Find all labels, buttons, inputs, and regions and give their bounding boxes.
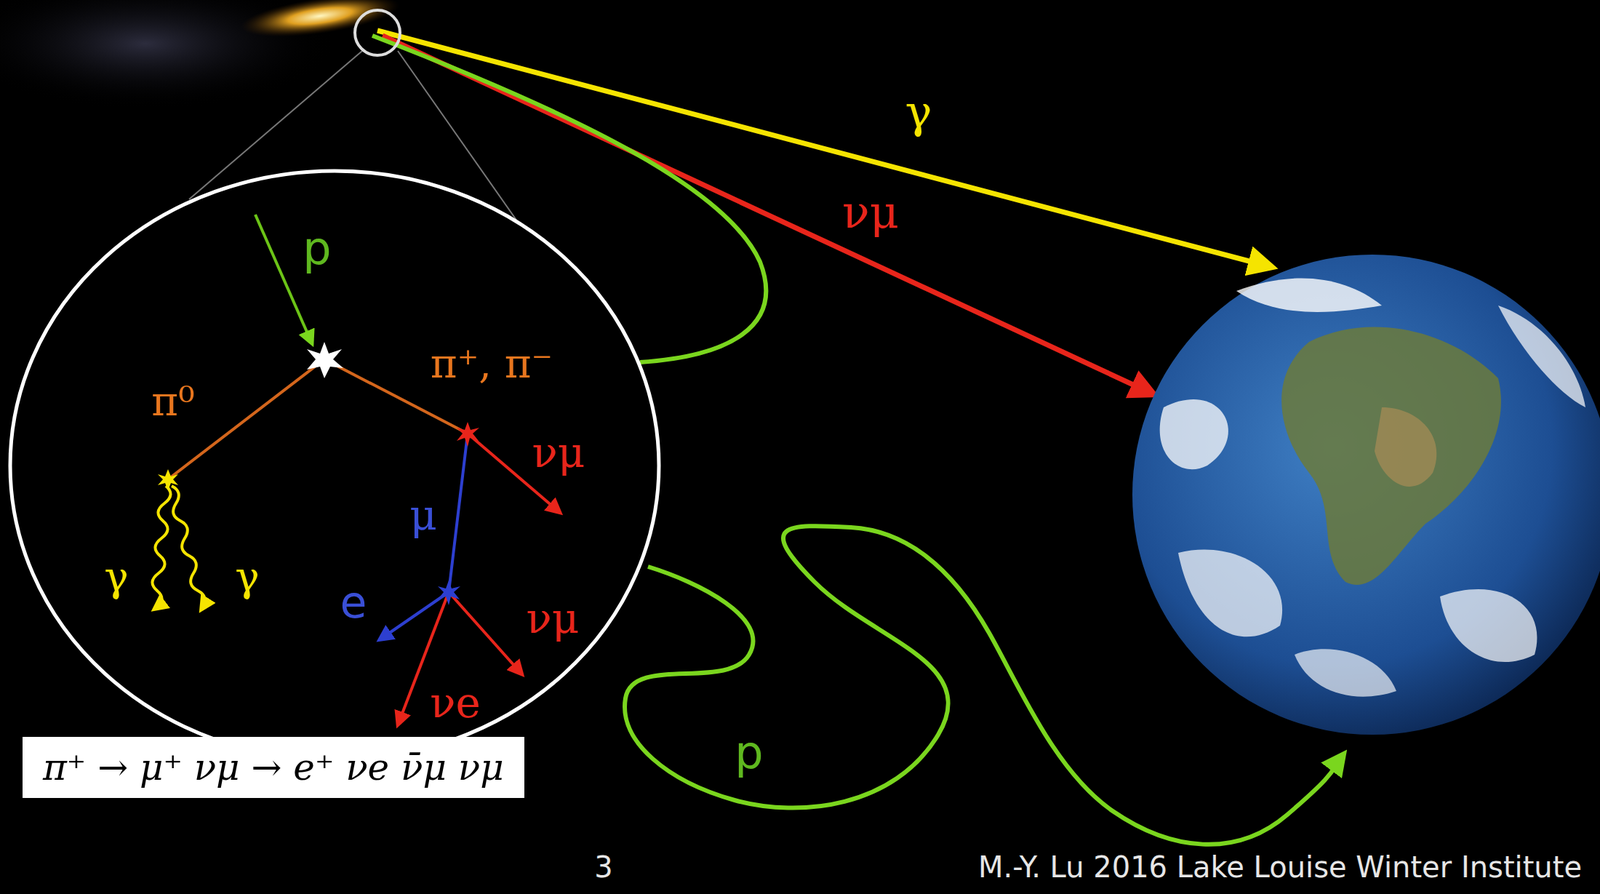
particle-label: π⁰: [151, 381, 195, 422]
vertex-star: [157, 469, 179, 491]
particle-label: νμ: [526, 597, 580, 640]
particle-label: νe: [429, 681, 481, 724]
vertex-star: [306, 341, 344, 379]
proton-path: [624, 525, 1342, 845]
earth: [1132, 254, 1600, 735]
inset-circle: [10, 170, 659, 760]
vertex-star: [456, 421, 480, 447]
vertex-star: [437, 580, 461, 606]
photon-wave: [171, 485, 206, 608]
particle-label: e: [340, 580, 368, 624]
slide-footer: 3: [594, 852, 613, 882]
particle-label: γ: [104, 556, 128, 598]
decay-formula: π⁺ → μ⁺ νμ → e⁺ νe ν̄μ νμ: [22, 736, 525, 790]
muon-line: [448, 433, 468, 592]
photon-wave: [152, 485, 171, 608]
particle-label: μ: [409, 493, 438, 536]
particle-label: p: [734, 730, 763, 776]
particle-label: p: [302, 226, 331, 272]
particle-label: νμ: [532, 431, 586, 474]
particle-label: π⁺, π⁻: [430, 343, 553, 384]
neutrino-arrow: [448, 592, 521, 673]
particle-label: νμ: [842, 189, 899, 235]
particle-label: γ: [904, 89, 932, 135]
particle-label: γ: [234, 556, 259, 598]
zoom-circle: [354, 10, 400, 56]
formula-box: π⁺ → μ⁺ νμ → e⁺ νe ν̄μ νμ: [22, 736, 525, 798]
slide-footer: M.-Y. Lu 2016 Lake Louise Winter Institu…: [978, 852, 1582, 882]
